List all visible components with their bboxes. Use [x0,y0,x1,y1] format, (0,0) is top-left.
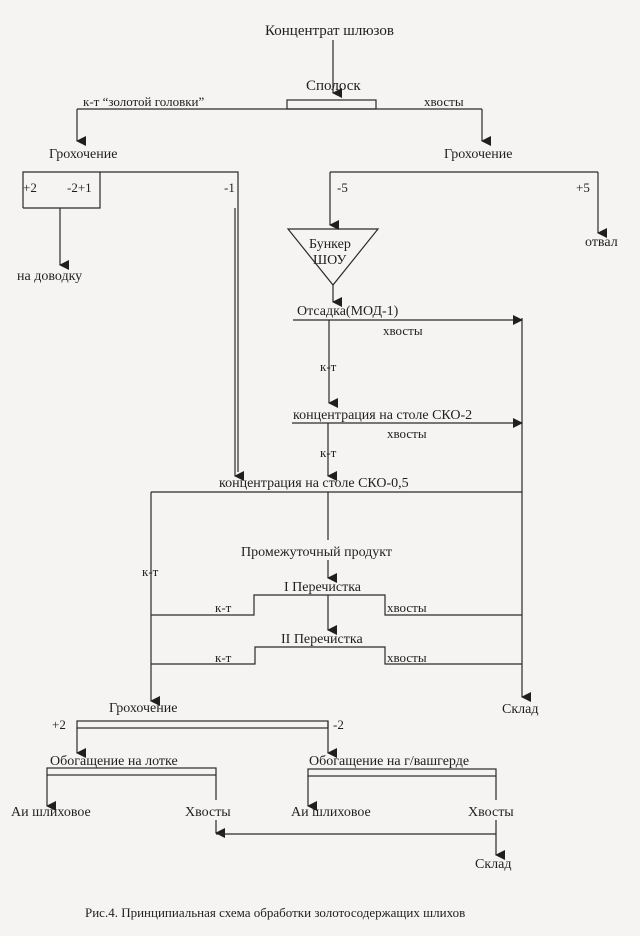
edge-label-rinse-tails: хвосты [424,94,464,109]
figure-caption: Рис.4. Принципиальная схема обработки зо… [85,905,466,920]
edge-label-c1-conc: к-т [215,600,232,615]
node-cleaning2: II Перечистка [281,632,363,647]
edge-label-minus1: -1 [224,180,235,195]
node-middlings: Промежуточный продукт [241,545,393,560]
node-cleaning1: I Перечистка [284,580,362,595]
edge-label-plus2: +2 [23,180,37,195]
edge-label-c2-conc: к-т [215,650,232,665]
node-store-right: Склад [502,702,539,717]
left-screen-minus1-line [100,171,239,472]
node-to-finishing: на доводку [17,269,83,284]
edge-label-jig-tails: хвосты [383,323,423,338]
node-au-right: Аи шлиховое [291,805,371,820]
edge-label-bottom-plus2: +2 [52,717,66,732]
edge-label-c1-tails: хвосты [387,600,427,615]
node-bunker-line1: Бункер [309,237,351,252]
node-rinse: Сполоск [306,78,361,94]
cleaning2-shape [151,646,522,665]
node-tails-left: Хвосты [185,805,231,820]
node-table-sko2: концентрация на столе СКО-2 [293,408,473,423]
node-au-left: Аи шлиховое [11,805,91,820]
edge-label-plus5: +5 [576,180,590,195]
node-dump: отвал [585,235,618,250]
edge-label-sko2-conc: к-т [320,445,337,460]
edge-label-minus2plus1: -2+1 [67,180,92,195]
edge-label-jig-conc: к-т [320,359,337,374]
node-screen-bottom: Грохочение [109,701,178,716]
edge-label-gold-head: к-т “золотой головки” [83,94,205,109]
edge-label-sko05-conc: к-т [142,564,159,579]
bunker-triangle [286,228,380,286]
node-jig: Отсадка(МОД-1) [297,304,399,319]
rinse-box [286,99,377,110]
sluice-box [307,768,497,777]
node-screen-left: Грохочение [49,147,118,162]
cleaning1-shape [151,594,522,616]
node-bunker-line2: ШОУ [313,253,347,268]
bottom-screen-box [76,720,329,729]
pan-box [46,767,217,776]
node-pan: Обогащение на лотке [50,754,178,769]
node-table-sko05: концентрация на столе СКО-0,5 [219,476,409,491]
edge-label-minus5: -5 [337,180,348,195]
edge-label-bottom-minus2: -2 [333,717,344,732]
edge-label-c2-tails: хвосты [387,650,427,665]
node-tails-right: Хвосты [468,805,514,820]
node-screen-right: Грохочение [444,147,513,162]
edge-label-sko2-tails: хвосты [387,426,427,441]
node-store-bottom: Склад [475,857,512,872]
node-source: Концентрат шлюзов [265,23,394,39]
node-sluice: Обогащение на г/вашгерде [309,754,470,769]
